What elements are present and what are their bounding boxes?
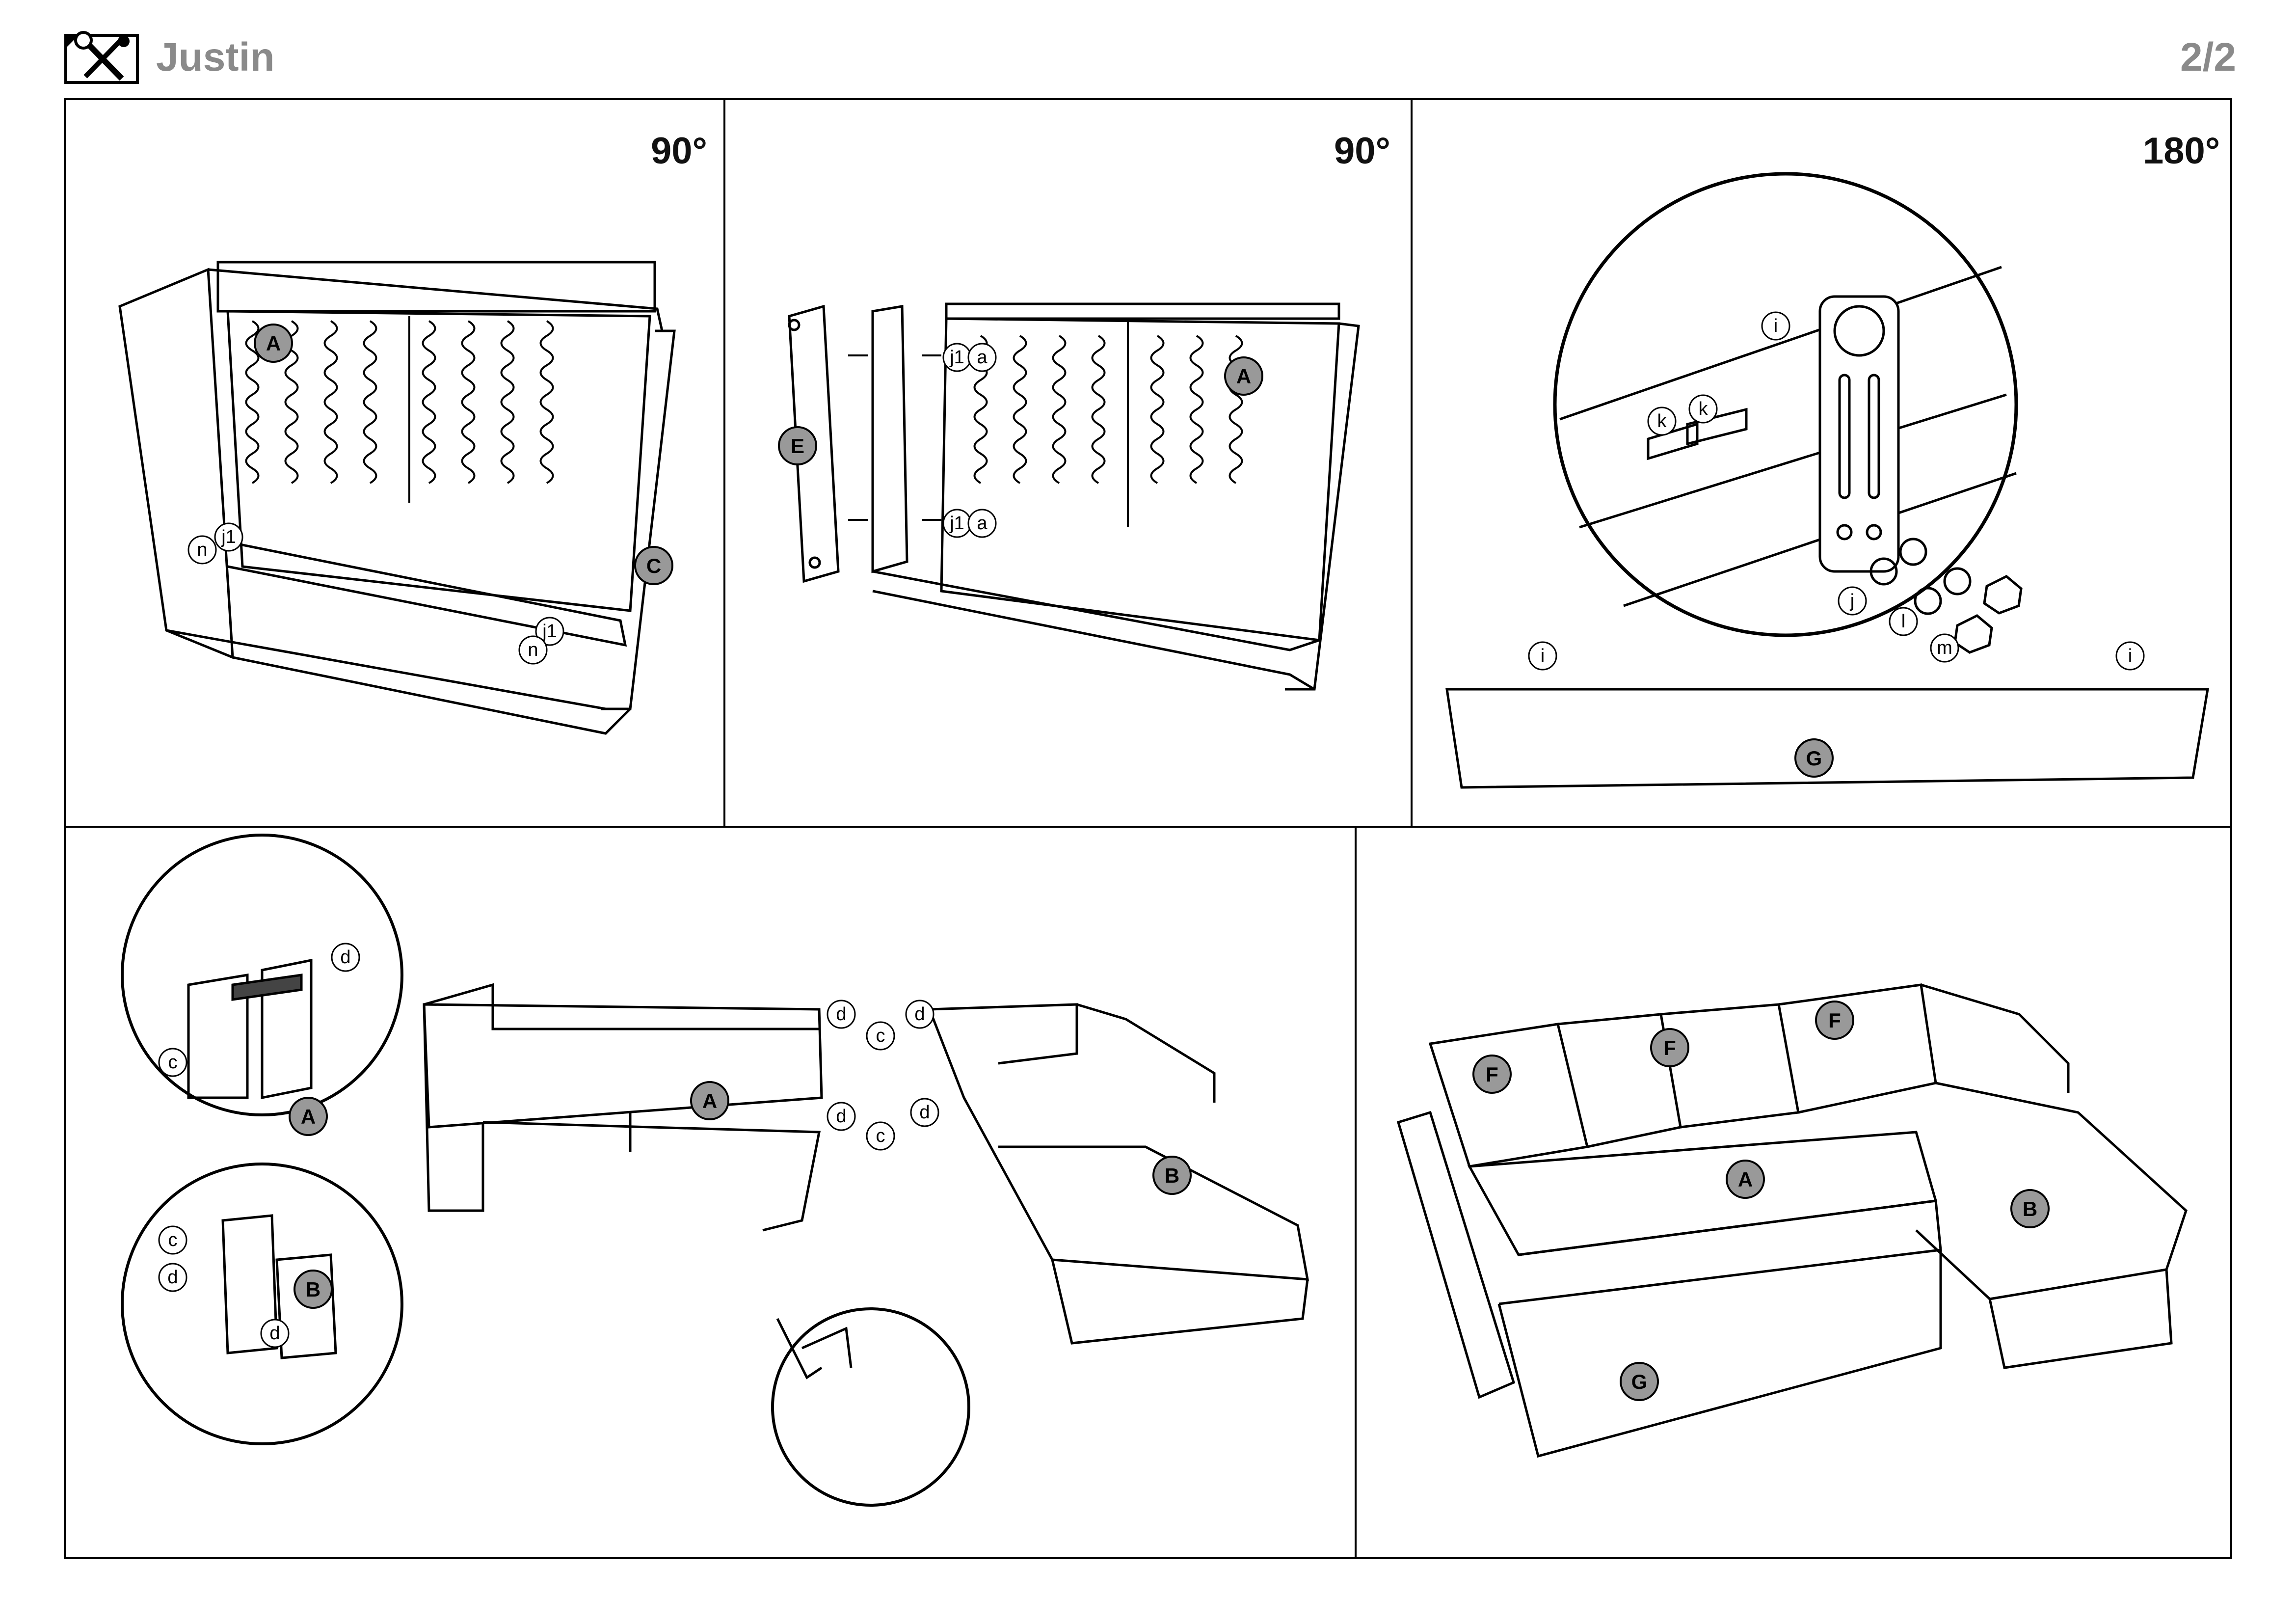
- label-a-bottom: a: [977, 513, 988, 534]
- label-j1-bottom: j1: [949, 513, 964, 534]
- label-d-left-bottom: d: [836, 1106, 846, 1127]
- page-number: 2/2: [2180, 35, 2236, 80]
- label-E: E: [791, 434, 804, 458]
- step-panel-4: A B A B d c c d d d d c d: [64, 826, 1357, 1559]
- sofa-connection-illustration: A B A B d c c d d d d c d: [121, 834, 1309, 1507]
- label-d-detail-b2: d: [269, 1323, 280, 1344]
- label-A-detail: A: [301, 1105, 316, 1128]
- label-c-detail-a: c: [168, 1052, 178, 1073]
- label-C: C: [646, 554, 661, 577]
- label-n-left: n: [197, 540, 207, 560]
- label-k-2: k: [1699, 399, 1709, 419]
- label-i-detail: i: [1774, 316, 1778, 336]
- step-panel-2: 90° A: [723, 98, 1413, 828]
- step-panel-1: 90° A C: [64, 98, 725, 828]
- step-panel-5: F F F A B G: [1355, 826, 2232, 1559]
- label-c-detail-b: c: [168, 1230, 178, 1250]
- label-j1-left: j1: [221, 527, 236, 547]
- sofa-frame-side-illustration: A E j1 a j1 a: [778, 302, 1360, 691]
- sofa-frame-illustration: A C j1 j1 n n: [118, 261, 676, 735]
- rotation-label: 90°: [1334, 130, 1390, 172]
- label-a-top: a: [977, 347, 988, 368]
- label-i-right: i: [2128, 646, 2132, 666]
- label-G: G: [1806, 747, 1822, 770]
- label-d-detail-a: d: [340, 947, 350, 968]
- assembled-sofa-illustration: F F F A B G: [1396, 983, 2188, 1458]
- rotation-label: 180°: [2143, 130, 2220, 172]
- label-k-1: k: [1657, 411, 1667, 432]
- label-B: B: [2023, 1197, 2037, 1220]
- tools-icon: [64, 31, 139, 84]
- label-m: m: [1937, 638, 1952, 658]
- label-j1-right: j1: [542, 621, 557, 642]
- label-l: l: [1901, 611, 1905, 632]
- label-d-left-top: d: [836, 1004, 846, 1025]
- page-header: Justin 2/2: [0, 0, 2296, 98]
- label-A: A: [266, 332, 281, 355]
- label-d-right-top: d: [914, 1004, 925, 1025]
- label-d-right-bottom: d: [919, 1102, 930, 1123]
- label-A: A: [1236, 365, 1251, 388]
- bracket-detail-illustration: i k k j l m i i G: [1445, 172, 2209, 789]
- step-panel-3: 180° i k k: [1411, 98, 2232, 828]
- label-c-center-bottom: c: [876, 1126, 885, 1146]
- label-A: A: [702, 1089, 717, 1112]
- label-j1-top: j1: [949, 347, 964, 368]
- label-c-center-top: c: [876, 1026, 885, 1046]
- label-n-right: n: [528, 640, 538, 660]
- label-G: G: [1631, 1370, 1648, 1393]
- label-A: A: [1738, 1168, 1753, 1191]
- label-F-left: F: [1486, 1063, 1498, 1086]
- label-j: j: [1850, 591, 1854, 611]
- label-F-center: F: [1663, 1036, 1676, 1059]
- label-B-detail: B: [306, 1278, 320, 1301]
- label-B: B: [1165, 1164, 1179, 1187]
- document-title: Justin: [156, 35, 275, 80]
- label-i-left: i: [1541, 646, 1545, 666]
- rotation-label: 90°: [651, 130, 707, 172]
- label-F-right: F: [1828, 1009, 1841, 1032]
- label-d-detail-b1: d: [167, 1267, 178, 1288]
